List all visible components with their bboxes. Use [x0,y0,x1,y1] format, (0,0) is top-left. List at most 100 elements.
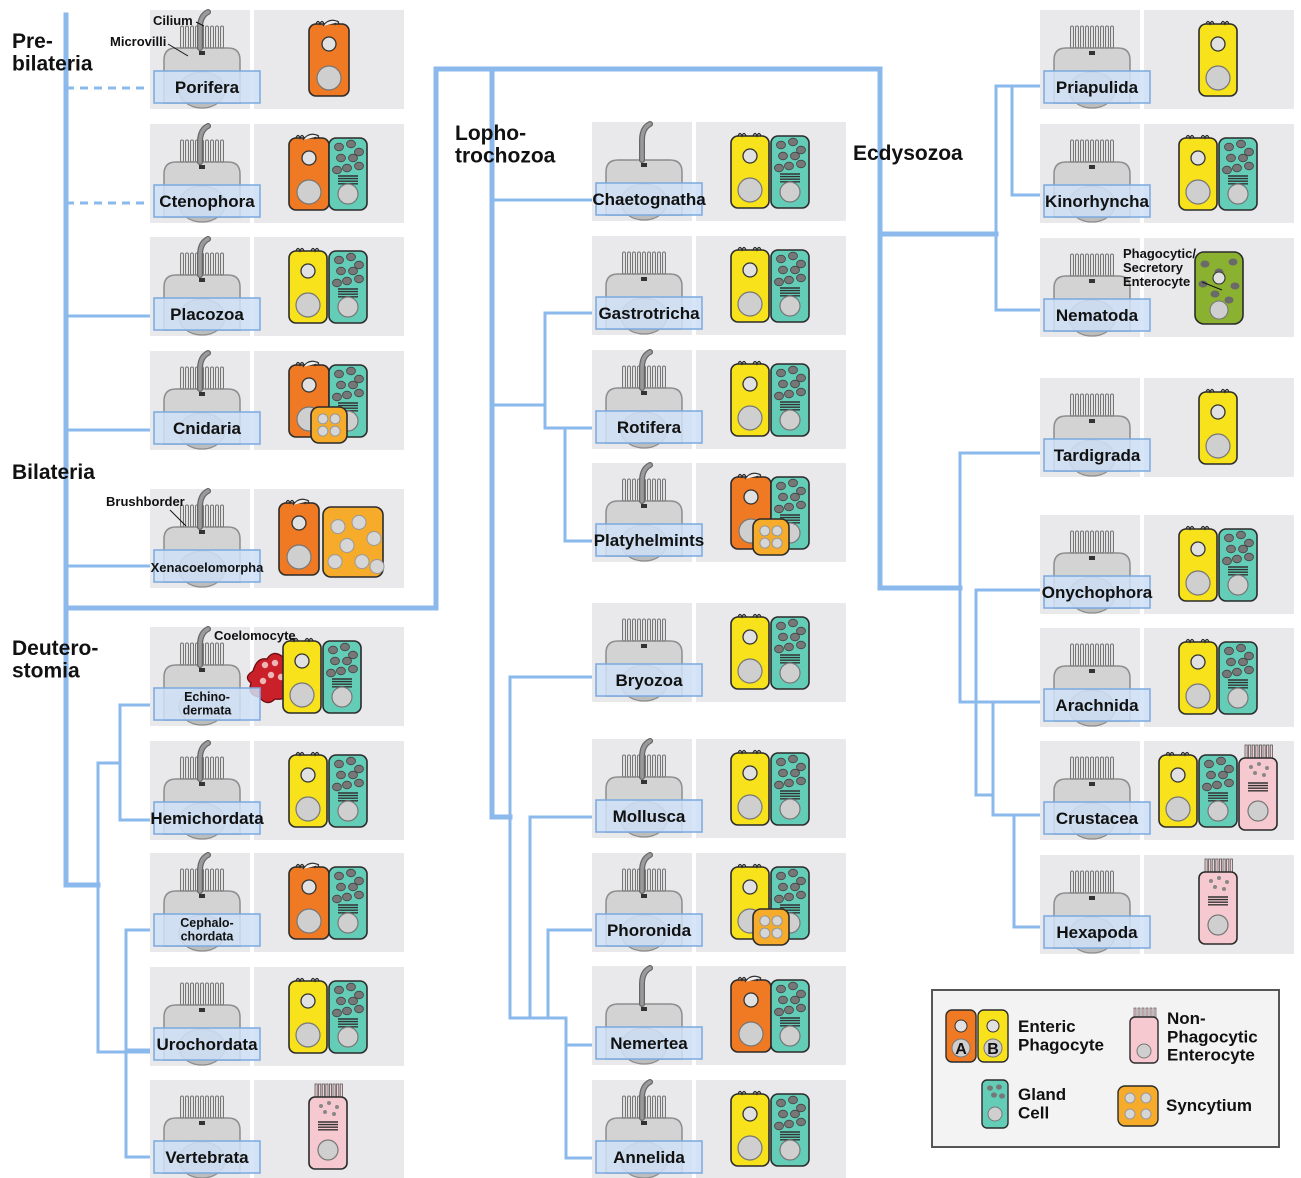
basal-body [199,894,205,898]
microvillus [215,868,219,892]
clade-ecdysozoa: Ecdysozoa [853,142,963,165]
microvillus [622,754,626,778]
microvillus [622,618,626,642]
microvillus [662,251,666,275]
secretory-granule [326,668,336,678]
microvillus [1229,858,1233,874]
secretory-granule [354,990,364,1000]
microvillus [1259,744,1263,760]
microvillus [1105,530,1109,554]
microvillus [180,982,184,1006]
secretory-granule [788,137,798,147]
taxon-row: Nematoda [1040,238,1294,337]
microvillus [1070,139,1074,163]
microvillus [195,982,199,1006]
phagosome [743,489,759,505]
microvillus [205,756,209,780]
phagosome [301,879,317,895]
taxon-row: Crustacea [1040,741,1294,840]
secretory-granule [1224,142,1234,152]
microvillus [215,756,219,780]
secretory-granule [796,373,806,383]
microvillus [1090,870,1094,894]
taxon-label-box [1043,184,1151,218]
microvillus [190,366,194,390]
microvillus [632,754,636,778]
microvillus [180,1095,184,1119]
phagosome [1190,150,1206,166]
secretory-granule [354,764,364,774]
microvillus [1070,870,1074,894]
secretory-granule [348,380,358,390]
cell-nucleus [1209,300,1229,320]
phagosome [742,148,758,164]
phagocytic-cup [744,472,762,480]
taxon-label-box [153,297,261,331]
microvillus [215,982,219,1006]
secretory-granule [788,251,798,261]
secretory-granule [342,1006,352,1016]
microvillus [1110,756,1114,780]
syncytium-nucleus [369,559,385,574]
microvillus [1075,139,1079,163]
microvillus [190,25,194,49]
secretory-granule [778,632,788,642]
microvillus [185,982,189,1006]
secretory-granule [796,500,806,510]
microvillus [1095,253,1099,277]
phagosome [742,765,758,781]
legend-syncytium-swatch [1117,1085,1159,1127]
secretory-granule [784,275,794,285]
microvillus [1100,253,1104,277]
microvillus [1100,643,1104,667]
microvillus [1095,870,1099,894]
syncytium-nucleus [366,531,382,546]
microvillus [190,252,194,276]
taxon-name: Hexapoda [1056,923,1138,942]
secretory-granule [776,621,786,631]
taxon-label-box [595,1026,703,1060]
microvillus [210,868,214,892]
cilium-core [640,122,652,162]
microvillus [652,754,656,778]
microvillus [647,618,651,642]
secretory-granule [778,492,788,502]
microvillus [205,504,209,528]
microvillus [637,251,641,275]
microvillus [662,754,666,778]
taxon-name: Kinorhyncha [1045,192,1149,211]
syncytium-nucleus [759,915,771,927]
microvillus [1244,744,1248,760]
taxon-name: Mollusca [613,807,686,826]
secretory-granule [340,642,350,652]
microvillus [185,139,189,163]
secretory-granule [1206,770,1216,780]
secretory-granule [790,379,800,389]
secretory-granule [788,868,798,878]
secretory-granule [784,892,794,902]
microvillus [180,366,184,390]
taxon-name: Tardigrada [1054,446,1141,465]
annotation-cilium: Cilium [153,13,193,28]
secretory-granule [796,762,806,772]
secretory-granule [778,379,788,389]
microvillus [205,1095,209,1119]
secretory-granule [788,618,798,628]
cell-nucleus [337,1026,359,1048]
taxon-label-box [1043,801,1151,835]
microvillus [336,1083,340,1099]
microvillus [205,982,209,1006]
basal-body [1089,51,1095,55]
taxon-name: Phoronida [607,921,692,940]
microvillus [190,139,194,163]
microvillus [1100,870,1104,894]
secretory-granule [348,650,358,660]
phagocytic-cup [302,133,320,141]
basal-body [1089,556,1095,560]
taxon-name: Crustacea [1056,809,1139,828]
cell-nucleus [779,662,801,684]
taxon-label-box [595,663,703,697]
secretory-granule [346,868,356,878]
